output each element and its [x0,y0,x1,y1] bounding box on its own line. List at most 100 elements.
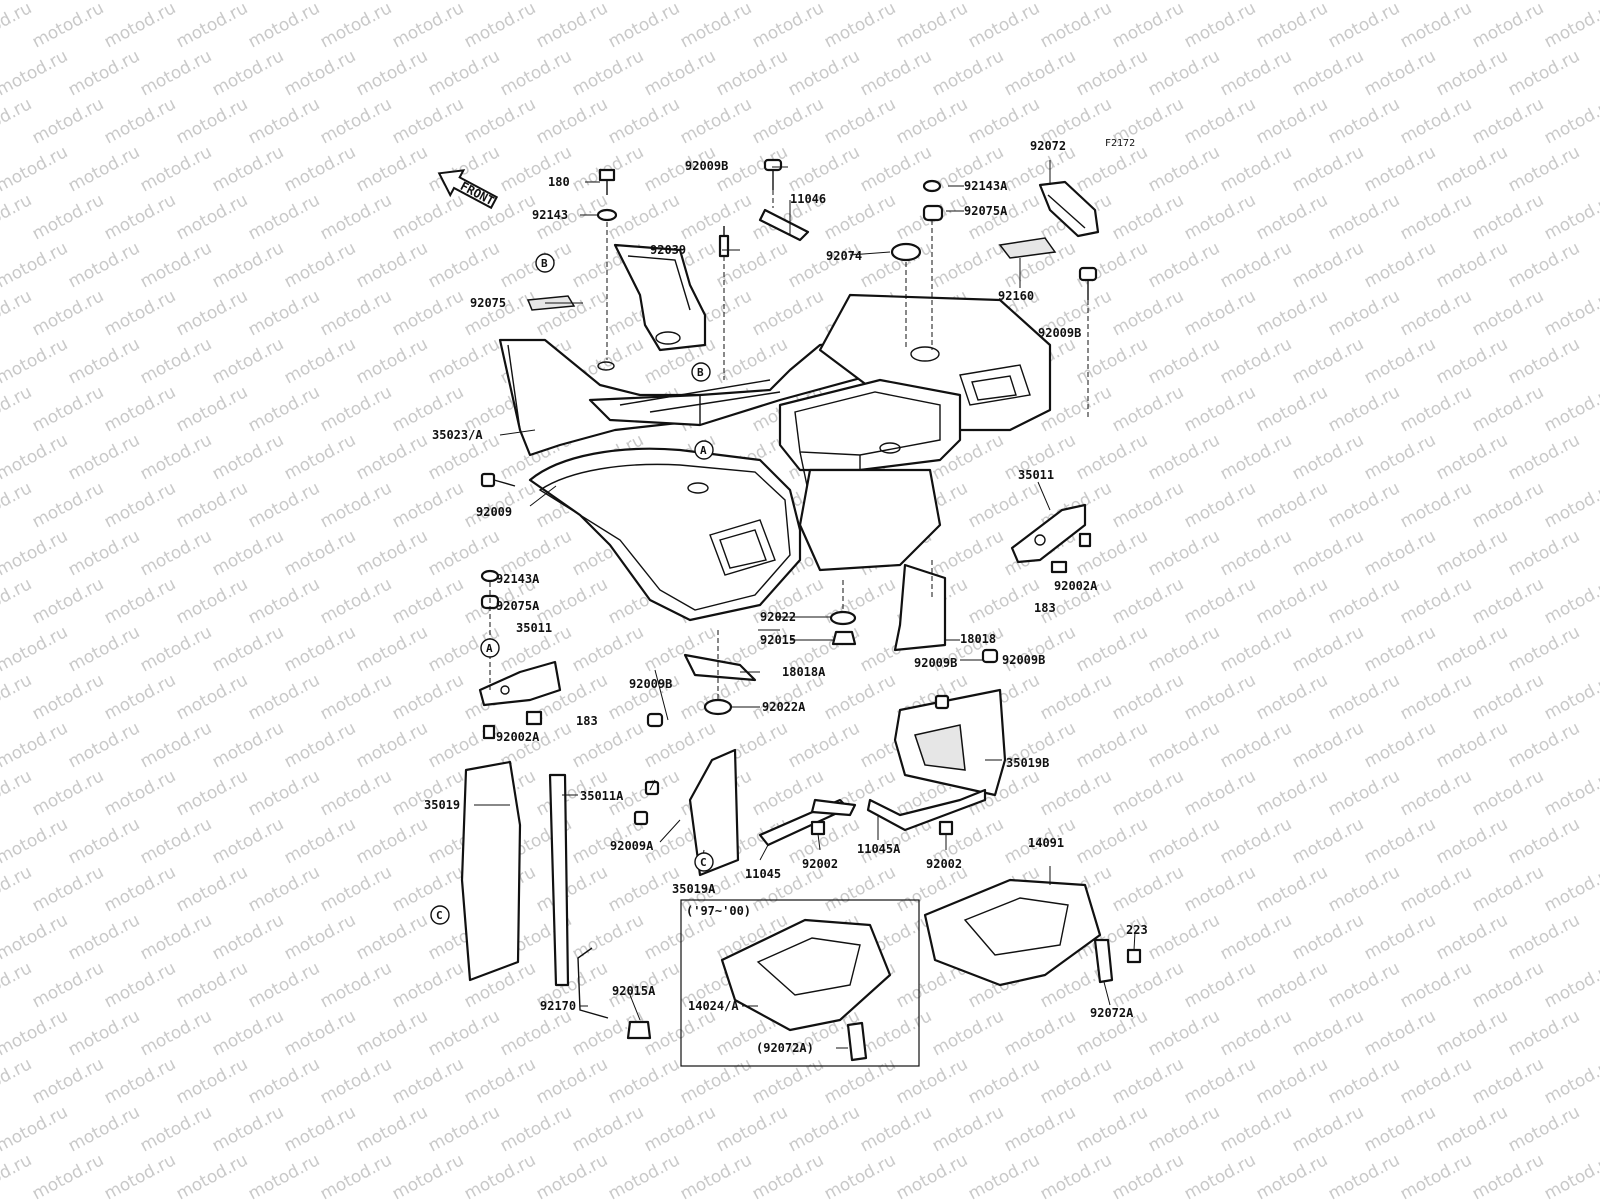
watermark-text: motod.ru [1505,1006,1583,1060]
watermark-text: motod.ru [0,1006,71,1060]
watermark-text: motod.ru [1469,670,1547,724]
part-number-label: 92039 [650,243,686,257]
part-number-label: 35023/A [432,428,483,442]
watermark-text: motod.ru [1145,910,1223,964]
watermark-text: motod.ru [281,0,359,4]
watermark-text: motod.ru [1145,1006,1223,1060]
watermark-text: motod.ru [749,1150,827,1200]
watermark-text: motod.ru [173,190,251,244]
watermark-text: motod.ru [101,574,179,628]
part-number-label: 92009 [476,505,512,519]
watermark-text: motod.ru [65,46,143,100]
watermark-text: motod.ru [857,142,935,196]
watermark-text: motod.ru [1361,142,1439,196]
watermark-text: motod.ru [785,1102,863,1156]
watermark-text: motod.ru [281,622,359,676]
watermark-text: motod.ru [713,1102,791,1156]
watermark-text: motod.ru [1073,142,1151,196]
watermark-text: motod.ru [1073,430,1151,484]
watermark-text: motod.ru [101,958,179,1012]
watermark-text: motod.ru [1145,46,1223,100]
part-number-label: 183 [576,714,598,728]
watermark-text: motod.ru [29,190,107,244]
watermark-text: motod.ru [749,0,827,52]
watermark-text: motod.ru [29,958,107,1012]
watermark-text: motod.ru [641,1102,719,1156]
watermark-text: motod.ru [1433,1006,1511,1060]
watermark-text: motod.ru [0,46,71,100]
watermark-text: motod.ru [785,238,863,292]
watermark-text: motod.ru [461,1150,539,1200]
watermark-text: motod.ru [389,670,467,724]
watermark-text: motod.ru [101,1150,179,1200]
watermark-text: motod.ru [893,0,971,52]
watermark-text: motod.ru [29,574,107,628]
reference-code: F2172 [1105,138,1135,149]
watermark-text: motod.ru [605,94,683,148]
watermark-text: motod.ru [1001,46,1079,100]
watermark-text: motod.ru [1361,0,1439,4]
watermark-text: motod.ru [1505,814,1583,868]
watermark-text: motod.ru [713,46,791,100]
watermark-text: motod.ru [1433,46,1511,100]
watermark-text: motod.ru [1217,718,1295,772]
part-number-label: 92009A [610,839,654,853]
watermark-text: motod.ru [137,238,215,292]
watermark-text: motod.ru [1325,574,1403,628]
watermark-text: motod.ru [1217,1006,1295,1060]
watermark-text: motod.ru [965,1054,1043,1108]
part-number-label: 35011 [1018,468,1054,482]
watermark-text: motod.ru [821,190,899,244]
watermark-text: motod.ru [1109,958,1187,1012]
watermark-text: motod.ru [353,142,431,196]
part-number-label: 11045 [745,867,781,881]
watermark-text: motod.ru [641,910,719,964]
watermark-text: motod.ru [209,814,287,868]
watermark-text: motod.ru [1397,190,1475,244]
watermark-text: motod.ru [1217,238,1295,292]
watermark-text: motod.ru [461,1054,539,1108]
watermark-text: motod.ru [173,670,251,724]
watermark-text: motod.ru [0,0,71,4]
watermark-text: motod.ru [425,0,503,4]
watermark-text: motod.ru [0,1102,71,1156]
variant-label: ('97~'00) [686,904,751,918]
watermark-text: motod.ru [0,334,71,388]
watermark-text: motod.ru [1541,382,1600,436]
watermark-text: motod.ru [1541,286,1600,340]
watermark-text: motod.ru [281,718,359,772]
watermark-text: motod.ru [1325,670,1403,724]
watermark-text: motod.ru [1145,238,1223,292]
watermark-text: motod.ru [245,1054,323,1108]
variant-box [680,899,920,1067]
watermark-text: motod.ru [1073,622,1151,676]
watermark-text: motod.ru [1397,0,1475,52]
part-number-label: 18018A [782,665,826,679]
watermark-text: motod.ru [569,622,647,676]
watermark-text: motod.ru [0,814,71,868]
watermark-text: motod.ru [281,142,359,196]
watermark-text: motod.ru [785,142,863,196]
watermark-text: motod.ru [929,0,1007,4]
watermark-text: motod.ru [353,334,431,388]
watermark-text: motod.ru [1361,238,1439,292]
watermark-text: motod.ru [1469,574,1547,628]
watermark-text: motod.ru [29,766,107,820]
watermark-text: motod.ru [317,190,395,244]
watermark-text: motod.ru [929,238,1007,292]
watermark-text: motod.ru [1397,382,1475,436]
watermark-text: motod.ru [1325,478,1403,532]
watermark-text: motod.ru [677,0,755,52]
watermark-text: motod.ru [1433,526,1511,580]
watermark-text: motod.ru [497,0,575,4]
watermark-text: motod.ru [1145,0,1223,4]
watermark-text: motod.ru [0,670,35,724]
watermark-text: motod.ru [1541,574,1600,628]
watermark-text: motod.ru [569,1102,647,1156]
watermark-text: motod.ru [1181,1054,1259,1108]
watermark-text: motod.ru [281,814,359,868]
watermark-text: motod.ru [857,46,935,100]
watermark-text: motod.ru [533,1150,611,1200]
watermark-text: motod.ru [389,1054,467,1108]
watermark-text: motod.ru [1109,574,1187,628]
